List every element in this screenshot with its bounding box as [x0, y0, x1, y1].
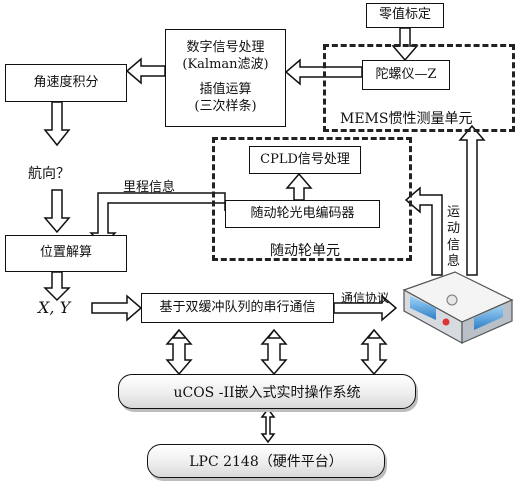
- angle-integral-box: 角速度积分: [5, 64, 127, 102]
- arrow-serial-rtos-3: [360, 328, 388, 376]
- hardware-box: LPC 2148（硬件平台）: [147, 444, 385, 478]
- rtos-box: uCOS -II嵌入式实时操作系统: [118, 374, 416, 409]
- arrow-encoder-to-cpld: [285, 172, 313, 201]
- arrow-robot-to-mems: [458, 124, 486, 276]
- arrow-robot-to-wheel: [404, 186, 443, 276]
- arrow-serial-to-robot: [333, 294, 398, 322]
- motion-label: 运动信息: [447, 205, 461, 269]
- arrow-serial-rtos-1: [165, 328, 193, 376]
- arrow-dsp-to-integral: [125, 57, 166, 85]
- mileage-label: 里程信息: [123, 180, 176, 195]
- wheel-unit-frame: [212, 137, 412, 261]
- xy-label: X, Y: [38, 298, 71, 317]
- dsp-box: 数字信号处理 (Kalman滤波) 插值运算 (三次样条): [165, 29, 286, 127]
- arrow-position-to-xy: [43, 271, 71, 302]
- arrow-heading-to-position: [43, 189, 71, 234]
- mems-unit-label: MEMS惯性测量单元: [340, 111, 473, 127]
- serial-box: 基于双缓冲队列的串行通信: [141, 293, 334, 323]
- arrow-rtos-hardware: [260, 407, 276, 444]
- cpld-box: CPLD信号处理: [249, 146, 361, 174]
- dsp-label: 数字信号处理: [186, 40, 265, 56]
- position-box: 位置解算: [5, 235, 127, 272]
- dsp-kalman-label: (Kalman滤波): [182, 57, 269, 73]
- zero-cal-box: 零值标定: [366, 3, 444, 28]
- robot-illustration: [402, 271, 514, 345]
- arrow-serial-rtos-2: [260, 328, 288, 376]
- encoder-box: 随动轮光电编码器: [225, 200, 380, 228]
- spline-label: (三次样条): [194, 98, 257, 114]
- arrow-integral-to-heading: [43, 101, 71, 147]
- wheel-unit-label: 随动轮单元: [270, 243, 340, 259]
- gyro-box: 陀螺仪—Z: [362, 60, 450, 90]
- heading-label: 航向？: [28, 166, 70, 182]
- interp-label: 插值运算: [199, 82, 252, 97]
- mems-unit-frame: [323, 44, 515, 132]
- protocol-label: 通信协议: [341, 291, 390, 305]
- arrow-xy-to-serial: [91, 294, 143, 322]
